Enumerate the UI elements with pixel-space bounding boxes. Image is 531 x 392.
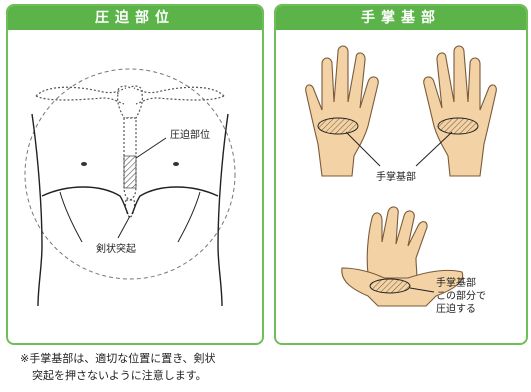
xiphoid-process <box>125 200 134 218</box>
chest-diagram <box>8 6 262 343</box>
compression-area <box>124 156 136 188</box>
palm-base-area-left <box>318 118 358 134</box>
compression-site-label: 圧迫部位 <box>170 126 210 141</box>
compression-site-panel: 圧迫部位 圧迫部位 <box>6 4 264 345</box>
xiphoid-label: 剣状突起 <box>96 240 136 255</box>
left-hand-palm <box>306 46 379 176</box>
right-hand-palm <box>424 46 497 176</box>
palm-base-label: 手掌基部 <box>376 168 416 183</box>
palm-base-area-right <box>438 118 478 134</box>
palm-base-panel: 手掌基部 手掌基部 手掌基部 この部分で 圧迫する <box>274 4 528 345</box>
palm-base-area-stacked <box>370 279 410 293</box>
footnote: ※手掌基部は、適切な位置に置き、剣状 突起を押さないように注意します。 <box>20 350 215 384</box>
footnote-line-2: 突起を押さないように注意します。 <box>20 367 215 384</box>
press-here-label-line3: 圧迫する <box>436 300 476 315</box>
footnote-line-1: ※手掌基部は、適切な位置に置き、剣状 <box>20 350 215 367</box>
